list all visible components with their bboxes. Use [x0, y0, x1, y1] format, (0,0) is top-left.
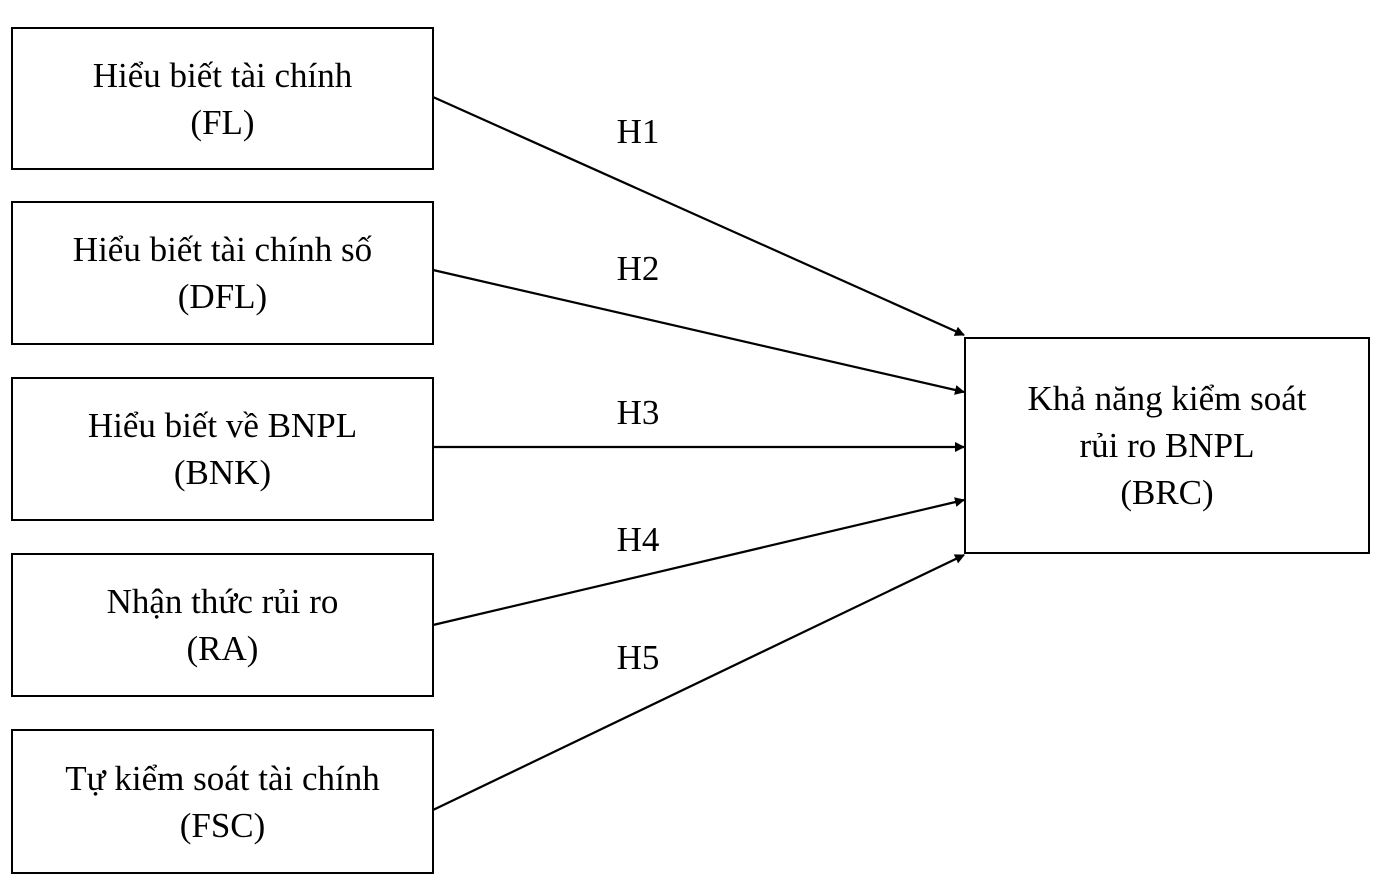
- construct-name: Hiểu biết tài chính: [92, 55, 353, 95]
- construct-name: Nhận thức rủi ro: [106, 582, 339, 621]
- construct-code: (FSC): [179, 805, 266, 845]
- hypothesis-label-h3: H3: [616, 393, 660, 432]
- outcome-name-line2: rủi ro BNPL: [1079, 426, 1255, 465]
- arrow-h4: [432, 497, 965, 627]
- hypothesis-label-h5: H5: [616, 638, 660, 677]
- construct-box-ra: Nhận thức rủi ro (RA): [11, 553, 434, 697]
- hypothesis-label-h1: H1: [616, 112, 660, 151]
- arrow-h1: [432, 95, 965, 337]
- outcome-name-line1: Khả năng kiểm soát: [1027, 379, 1307, 418]
- construct-name: Hiểu biết tài chính số: [72, 230, 373, 269]
- hypothesis-label-h4: H4: [616, 520, 660, 559]
- construct-code: (FL): [190, 102, 255, 142]
- construct-box-fsc: Tự kiểm soát tài chính (FSC): [11, 729, 434, 874]
- construct-name: Hiểu biết về BNPL: [87, 406, 358, 445]
- construct-box-bnk: Hiểu biết về BNPL (BNK): [11, 377, 434, 521]
- construct-box-fl: Hiểu biết tài chính (FL): [11, 27, 434, 170]
- construct-code: (BNK): [173, 453, 272, 492]
- hypothesis-label-h2: H2: [616, 249, 660, 288]
- outcome-box-brc: Khả năng kiểm soát rủi ro BNPL (BRC): [964, 337, 1370, 554]
- construct-code: (RA): [186, 629, 259, 668]
- arrow-h2: [432, 268, 965, 395]
- construct-code: (DFL): [177, 277, 268, 316]
- construct-name: Tự kiểm soát tài chính: [65, 758, 380, 798]
- outcome-code: (BRC): [1120, 473, 1214, 512]
- construct-box-dfl: Hiểu biết tài chính số (DFL): [11, 201, 434, 345]
- arrow-h5: [432, 554, 965, 811]
